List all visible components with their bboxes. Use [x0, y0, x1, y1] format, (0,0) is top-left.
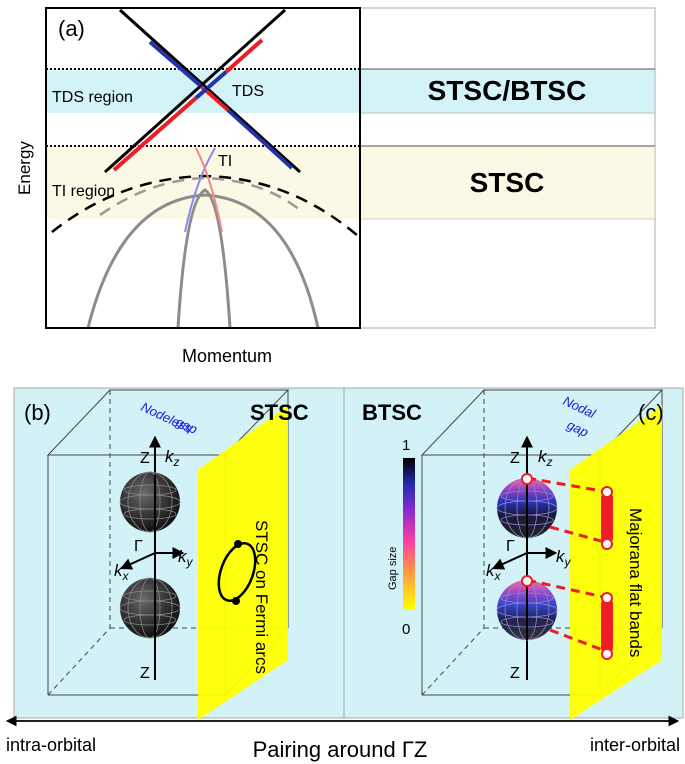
node-point-1 — [521, 473, 533, 485]
ky-label-b: ky — [178, 547, 194, 569]
intra-orbital-label: intra-orbital — [6, 735, 96, 755]
z-label-b-bottom: Z — [140, 665, 150, 682]
panel-c: 1 0 Gap size BTSC (c) Nodal gap Majorana… — [362, 389, 664, 720]
ti-band-label: STSC — [470, 167, 545, 198]
flat-band-end-1 — [601, 486, 613, 498]
kz-label-b: kz — [165, 447, 180, 469]
panel-c-label: (c) — [638, 400, 664, 425]
plot-frame — [45, 7, 361, 329]
pairing-axis: intra-orbital inter-orbital Pairing arou… — [5, 715, 680, 762]
majorana-plane-label: Majorana flat bands — [626, 508, 645, 657]
ti-surface-blue — [184, 147, 216, 233]
ti-point-label: TI — [218, 153, 232, 170]
panel-a-label: (a) — [58, 16, 85, 41]
flat-band-end-3 — [601, 592, 613, 604]
ti-surface-red — [195, 147, 223, 233]
gamma-label-b: Γ — [134, 538, 143, 555]
kx-label-c: kx — [486, 561, 502, 583]
fermi-arc-loop — [217, 542, 257, 602]
majorana-connections — [526, 476, 609, 654]
ky-label-c: ky — [556, 547, 572, 569]
colorbar-title: Gap size — [387, 547, 399, 590]
panel-b: (b) STSC Nodeless gap STSC on Fermi arcs… — [24, 389, 309, 720]
gamma-label-c: Γ — [506, 538, 515, 555]
flat-band-end-2 — [601, 538, 613, 550]
panel-b-label: (b) — [24, 400, 51, 425]
majorana-flat-band-bottom — [601, 598, 613, 654]
x-axis-label: Momentum — [182, 346, 272, 366]
colorbar-min-label: 0 — [402, 621, 410, 638]
panel-a: (a) TDS region TDS TI region TI STSC/BTS… — [15, 7, 656, 366]
kx-axis-b — [119, 552, 156, 570]
kz-label-c: kz — [538, 447, 553, 469]
fermi-arc-plane-label: STSC on Fermi arcs — [252, 520, 271, 674]
z-label-c-bottom: Z — [510, 665, 520, 682]
ti-dashed-band — [51, 174, 359, 237]
majorana-plane — [570, 405, 662, 720]
sphere-b-top — [119, 471, 181, 533]
panel-c-title: BTSC — [362, 400, 422, 425]
node-point-2 — [521, 575, 533, 587]
colorbar — [403, 458, 415, 610]
fermi-arc-plane — [198, 405, 288, 720]
inter-orbital-label: inter-orbital — [590, 735, 680, 755]
flat-band-end-4 — [601, 648, 613, 660]
tds-band-label: STSC/BTSC — [428, 75, 587, 106]
z-label-c-top: Z — [510, 450, 520, 467]
tds-region-label: TDS region — [52, 89, 133, 106]
fermi-arc-node-top — [234, 540, 242, 548]
colorbar-max-label: 1 — [402, 437, 410, 454]
z-label-b-top: Z — [140, 450, 150, 467]
kx-label-b: kx — [114, 561, 130, 583]
bulk-band-outer — [86, 193, 320, 329]
pairing-axis-title: Pairing around ΓZ — [253, 737, 428, 762]
ti-region-label: TI region — [52, 183, 115, 200]
dirac-cone — [103, 8, 302, 174]
panel-b-title: STSC — [250, 400, 309, 425]
tds-band-right — [359, 68, 656, 114]
fermi-arc-node-bottom — [232, 597, 240, 605]
majorana-flat-band-top — [601, 492, 613, 544]
sphere-b-bottom — [119, 577, 181, 639]
bulk-band-inner — [176, 188, 232, 329]
tds-point-label: TDS — [232, 83, 264, 100]
ti-dashed-band-grey — [99, 176, 301, 217]
y-axis-label: Energy — [15, 141, 34, 195]
ti-region-band — [46, 146, 360, 219]
kx-axis-c — [491, 552, 528, 570]
